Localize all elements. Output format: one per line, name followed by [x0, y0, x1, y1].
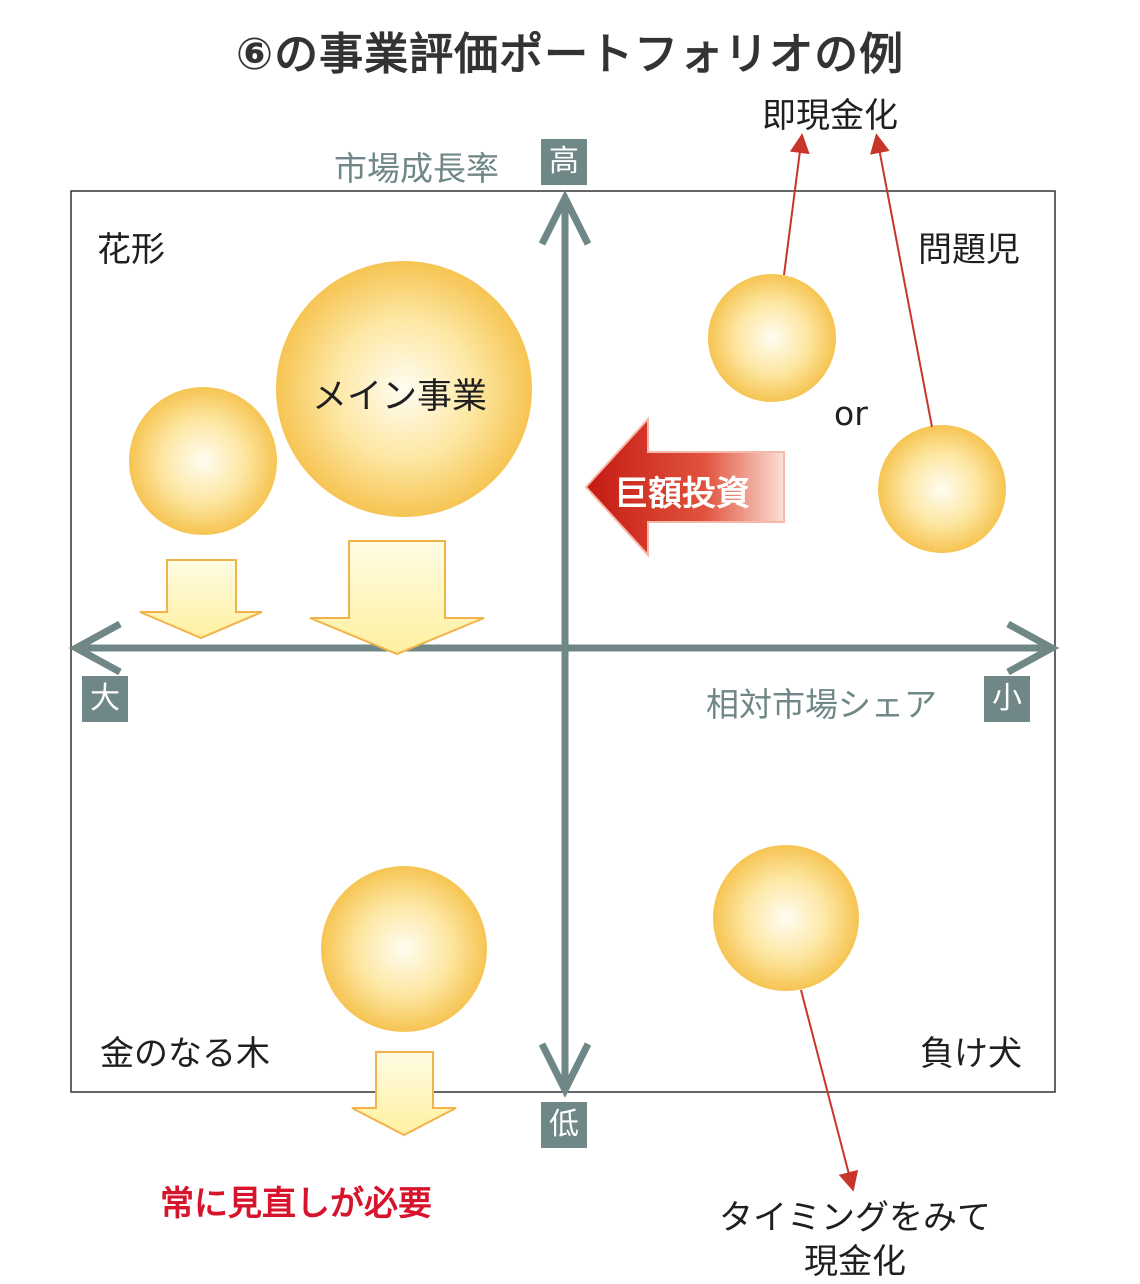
timing-cash-line1: タイミングをみて — [719, 1198, 991, 1238]
problem-child-bubble-2 — [878, 425, 1006, 553]
timing-cash-arrow — [800, 989, 859, 1192]
star-small-down-arrow — [139, 559, 263, 640]
cash-out-arrow-1 — [783, 133, 810, 276]
timing-cash-label: タイミングをみて 現金化 — [700, 1196, 1010, 1284]
quadrant-star-label: 花形 — [97, 230, 165, 270]
problem-child-bubble-1 — [708, 274, 836, 402]
cash-out-arrow-2 — [870, 133, 933, 428]
main-business-label: メイン事業 — [312, 377, 488, 417]
star-small-bubble — [129, 387, 277, 535]
review-needed-label: 常に見直しが必要 — [160, 1184, 432, 1224]
vertical-axis-top-arrowhead — [538, 190, 592, 246]
quadrant-cash-cow-label: 金のなる木 — [100, 1034, 270, 1074]
cash-cow-down-arrow — [351, 1051, 457, 1137]
quadrant-dog-label: 負け犬 — [920, 1034, 1022, 1074]
timing-cash-line2: 現金化 — [804, 1242, 906, 1282]
horizontal-axis-label: 相対市場シェア — [706, 685, 937, 724]
page-title: ⑥の事業評価ポートフォリオの例 — [235, 29, 905, 80]
main-business-down-arrow — [309, 540, 485, 656]
vertical-axis-bottom-arrowhead — [538, 1042, 592, 1098]
immediate-cash-label: 即現金化 — [762, 96, 898, 136]
main-business-bubble — [276, 261, 532, 517]
quadrant-problem-child-label: 問題児 — [918, 230, 1020, 270]
vertical-high-badge: 高 — [541, 139, 587, 185]
cash-cow-bubble — [321, 866, 487, 1032]
vertical-low-badge: 低 — [541, 1102, 587, 1148]
investment-label: 巨額投資 — [614, 474, 750, 514]
vertical-axis-label: 市場成長率 — [334, 149, 499, 188]
dog-bubble — [713, 845, 859, 991]
horizontal-right-badge: 小 — [984, 676, 1030, 722]
or-label: or — [834, 394, 868, 433]
horizontal-axis-right-arrowhead — [1006, 620, 1060, 676]
investment-arrow — [584, 416, 785, 558]
horizontal-left-badge: 大 — [82, 676, 128, 722]
horizontal-axis-left-arrowhead — [68, 620, 122, 676]
